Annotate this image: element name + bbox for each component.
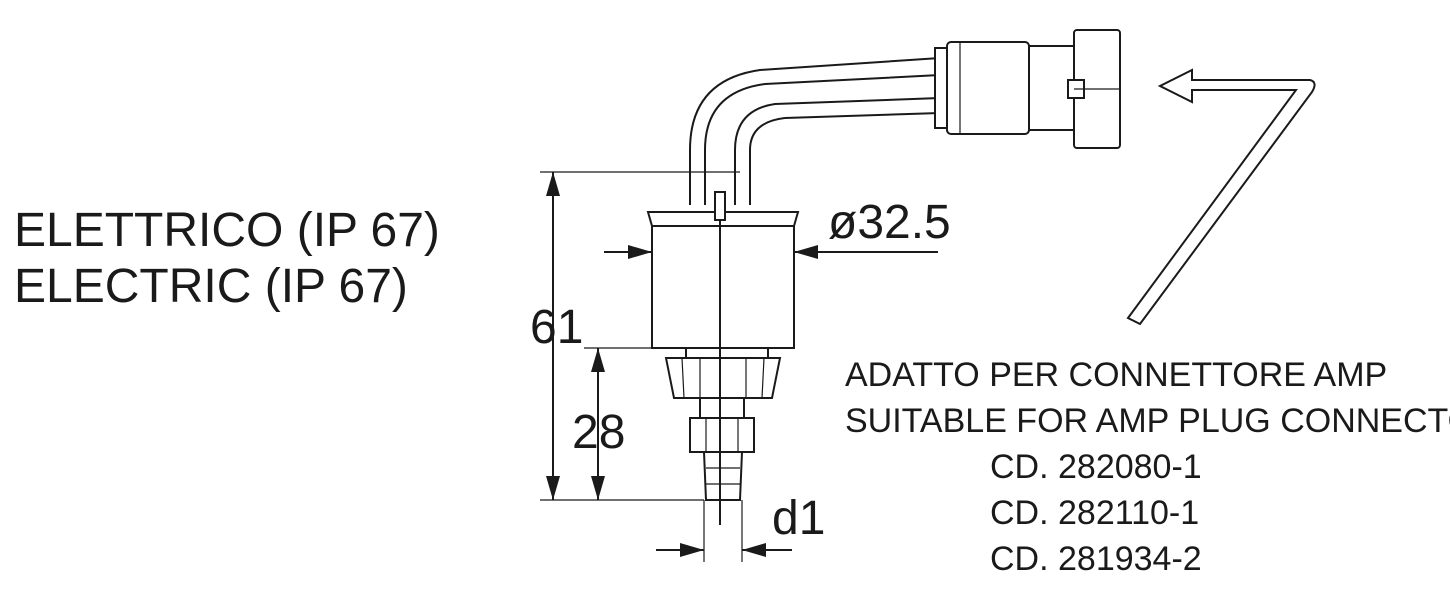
note-line-english: SUITABLE FOR AMP PLUG CONNECTOR (845, 402, 1450, 440)
lower-height-label: 28 (572, 406, 625, 459)
thread-dimension (656, 500, 792, 562)
sensor-body (646, 191, 800, 525)
amp-connector (934, 29, 1121, 149)
diameter-label: ø32.5 (828, 196, 951, 249)
note-line-italian: ADATTO PER CONNETTORE AMP (845, 356, 1387, 394)
connector-note: ADATTO PER CONNETTORE AMP SUITABLE FOR A… (845, 356, 1450, 578)
connector-code: CD. 282080-1 (990, 448, 1202, 486)
type-label-italian: ELETTRICO (IP 67) (14, 204, 440, 257)
total-height-dimension (540, 171, 740, 501)
cable (689, 57, 941, 205)
lower-height-dimension (584, 347, 652, 500)
connector-code: CD. 281934-2 (990, 540, 1202, 578)
thread-label: d1 (772, 492, 825, 545)
connector-pointer-arrow (1126, 68, 1316, 326)
connector-code: CD. 282110-1 (990, 494, 1199, 532)
diameter-dimension (604, 245, 938, 259)
total-height-label: 61 (530, 301, 583, 354)
type-label-english: ELECTRIC (IP 67) (14, 260, 408, 313)
